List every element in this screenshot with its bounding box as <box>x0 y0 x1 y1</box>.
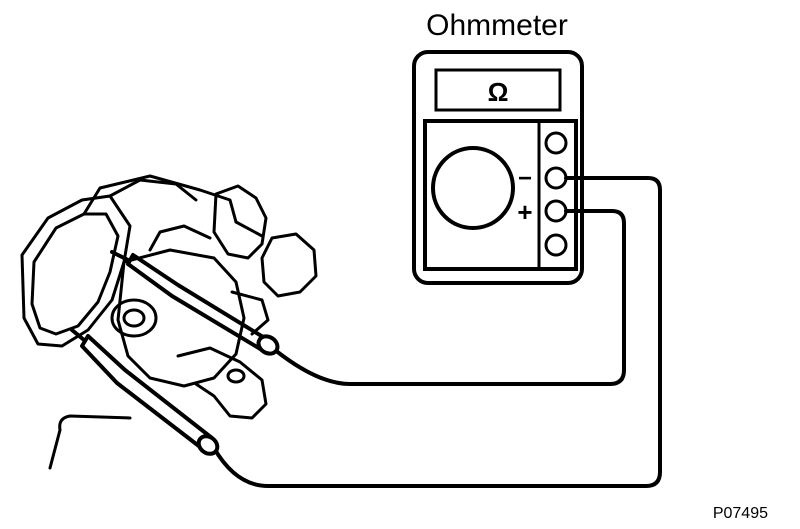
component-lower-flange <box>176 346 268 420</box>
component-stem <box>58 414 132 432</box>
component-body <box>116 248 246 388</box>
component-housing-outline <box>20 194 132 348</box>
selector-dial[interactable] <box>431 146 515 230</box>
figure-code: P07495 <box>713 505 768 522</box>
terminal-minus-label: − <box>518 165 532 192</box>
test-probe-lower[interactable] <box>70 328 221 457</box>
test-lead-plus-wire <box>273 209 626 386</box>
test-probe-upper[interactable] <box>110 250 281 357</box>
terminal-4[interactable] <box>544 233 568 257</box>
test-lead-minus-wire <box>212 176 662 488</box>
component-plug <box>260 232 318 298</box>
ohm-symbol: Ω <box>488 77 509 107</box>
ohmmeter-front-panel <box>423 119 578 271</box>
ohmmeter-title: Ohmmeter <box>426 9 568 42</box>
terminal-1[interactable] <box>544 131 568 155</box>
component-connector <box>212 184 268 260</box>
ohmmeter-display <box>434 68 562 112</box>
component-inner-outline <box>30 212 120 336</box>
component-shaft <box>110 298 158 338</box>
component-under-test <box>20 174 318 470</box>
terminal-plus-label: + <box>517 197 532 227</box>
